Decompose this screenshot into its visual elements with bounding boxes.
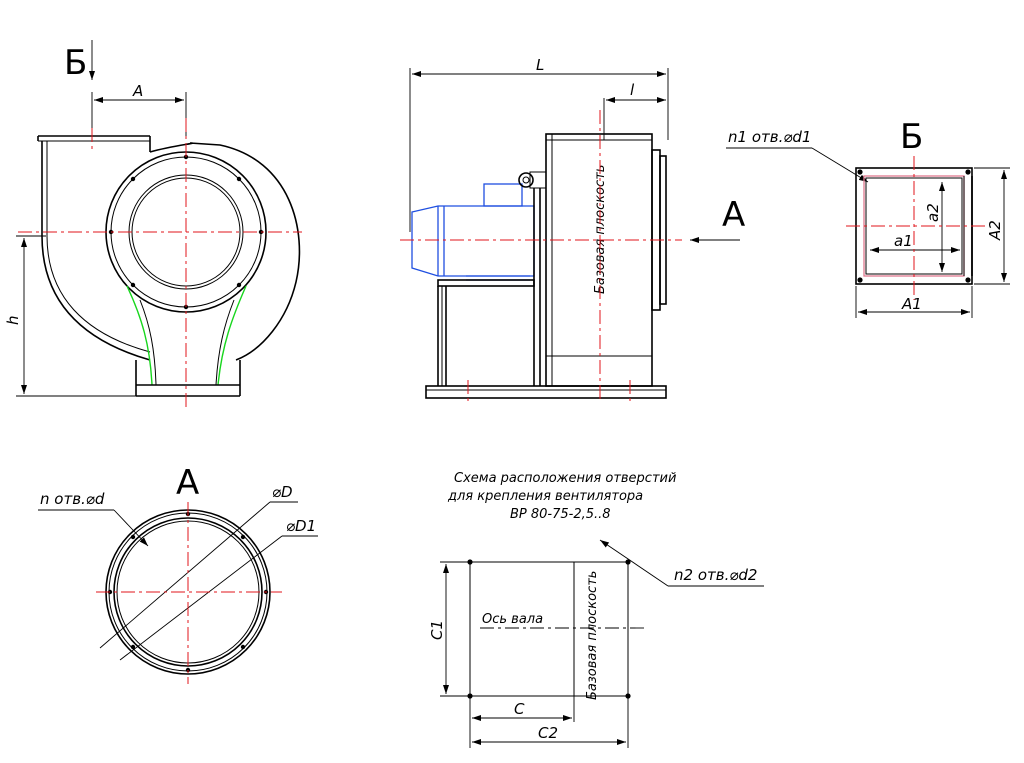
dim-a-label: A xyxy=(132,82,143,100)
base-plate xyxy=(425,385,667,399)
dim-C2-label: C2 xyxy=(538,724,558,742)
layout-caption-line1: Схема расположения отверстий xyxy=(454,471,676,486)
support-leg-left xyxy=(126,285,153,386)
dim-a2-label: a2 xyxy=(924,203,942,222)
scroll-casing xyxy=(41,141,301,361)
dim-A1-label: A1 xyxy=(901,295,922,313)
mounting-frame xyxy=(469,561,629,697)
front-view: L l Базовая плоскость xyxy=(400,56,745,404)
dim-L-label: L xyxy=(536,56,544,74)
support-leg-right xyxy=(217,285,247,386)
view-a-holes-note: n отв.⌀d xyxy=(40,490,105,508)
view-b: Б n1 отв.⌀d1 a1 a2 A1 A2 xyxy=(726,117,1010,318)
view-b-holes-note: n1 отв.⌀d1 xyxy=(728,128,811,146)
layout-base-plane-label: Базовая плоскость xyxy=(585,571,600,700)
side-view-arrow-label: Б xyxy=(64,43,87,83)
dim-C1-label: C1 xyxy=(428,620,446,640)
mounting-hole-layout: Схема расположения отверстий для креплен… xyxy=(428,471,764,748)
dim-D1-leader xyxy=(119,535,283,661)
layout-caption-line3: ВР 80-75-2,5..8 xyxy=(510,507,611,522)
dim-A2-label: A2 xyxy=(986,220,1004,241)
side-view: Б A xyxy=(4,40,302,408)
dim-D-leader xyxy=(99,501,271,649)
dim-C-label: C xyxy=(514,700,525,718)
view-a-title: A xyxy=(176,463,199,503)
layout-caption-line2: для крепления вентилятора xyxy=(447,489,643,504)
view-b-title: Б xyxy=(900,117,923,157)
layout-holes-note: n2 отв.⌀d2 xyxy=(674,566,757,584)
view-a: A n отв.⌀d ⌀D ⌀D1 xyxy=(38,463,318,684)
dim-h-label: h xyxy=(4,315,22,325)
dim-D1-label: ⌀D1 xyxy=(286,517,316,535)
dim-a1-label: a1 xyxy=(894,232,913,250)
front-view-arrow-label: A xyxy=(722,195,745,235)
dim-D-label: ⌀D xyxy=(272,483,293,501)
shaft-axis-label: Ось вала xyxy=(482,612,543,627)
dim-l-label: l xyxy=(630,81,635,99)
motor-terminal-box xyxy=(483,183,523,207)
motor xyxy=(411,205,535,277)
